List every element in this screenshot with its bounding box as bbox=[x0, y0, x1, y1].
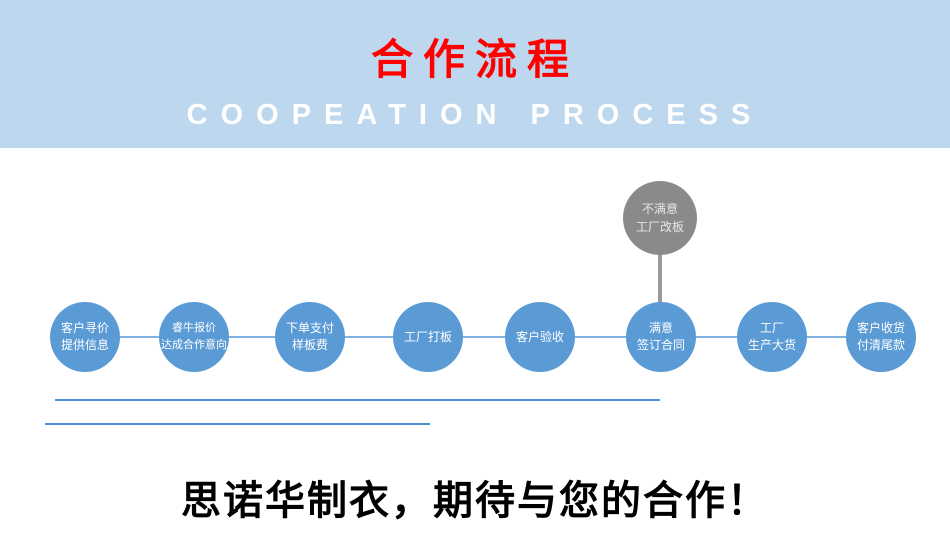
flow-step-label: 客户验收 bbox=[515, 329, 564, 344]
flow-step-5: 客户验收 bbox=[505, 302, 575, 372]
flow-step-label: 工厂打板 bbox=[403, 329, 452, 344]
flow-step-1: 客户寻价 提供信息 bbox=[50, 302, 120, 372]
flow-step-label: 满意 bbox=[648, 321, 673, 335]
decorative-underline-long bbox=[55, 399, 660, 401]
flow-step-label: 工厂 bbox=[759, 321, 784, 335]
flow-step-label: 客户收货 bbox=[856, 321, 905, 335]
branch-node-label: 不满意 bbox=[641, 202, 678, 216]
flow-step-4: 工厂打板 bbox=[393, 302, 463, 372]
flow-step-label: 客户寻价 bbox=[60, 321, 109, 335]
flow-step-label: 付清尾款 bbox=[856, 338, 905, 352]
flow-step-3: 下单支付 样板费 bbox=[275, 302, 345, 372]
footer: 思诺华制衣，期待与您的合作！ bbox=[0, 468, 950, 526]
flow-step-label: 睿牛报价 bbox=[172, 322, 216, 334]
flow-step-2: 睿牛报价 达成合作意向 bbox=[159, 302, 229, 372]
flow-step-label: 生产大货 bbox=[747, 338, 796, 352]
footer-slogan: 思诺华制衣，期待与您的合作！ bbox=[181, 479, 769, 523]
branch-node-label: 工厂改板 bbox=[635, 220, 684, 234]
flow-step-label: 签订合同 bbox=[636, 338, 685, 352]
branch-node-dissatisfied: 不满意 工厂改板 bbox=[623, 181, 697, 255]
flow-step-6: 满意 签订合同 bbox=[626, 302, 696, 372]
flow-step-label: 下单支付 bbox=[285, 321, 334, 335]
flow-connector-line bbox=[85, 336, 881, 338]
branch-connector-line bbox=[658, 254, 662, 310]
cooperation-flow-diagram: 不满意 工厂改板 客户寻价 提供信息 睿牛报价 达成合作意向 下单支付 样板费 … bbox=[0, 148, 950, 448]
header-banner: 合作流程 COOPEATION PROCESS bbox=[0, 0, 950, 148]
decorative-underline-short bbox=[45, 423, 430, 425]
flow-step-label: 达成合作意向 bbox=[161, 339, 227, 351]
flow-step-7: 工厂 生产大货 bbox=[737, 302, 807, 372]
flow-step-8: 客户收货 付清尾款 bbox=[846, 302, 916, 372]
flow-step-label: 样板费 bbox=[291, 338, 328, 352]
page-subtitle: COOPEATION PROCESS bbox=[186, 99, 764, 131]
flow-step-label: 提供信息 bbox=[60, 338, 109, 352]
page-title: 合作流程 bbox=[370, 36, 579, 83]
